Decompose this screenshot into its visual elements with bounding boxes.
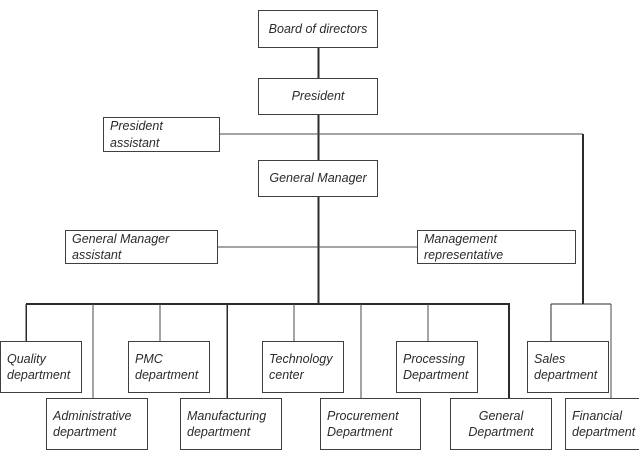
node-label: Board of directors (268, 21, 368, 36)
node-general-department[interactable]: General Department (450, 398, 552, 450)
node-technology-center[interactable]: Technology center (262, 341, 344, 393)
node-president[interactable]: President (258, 78, 378, 115)
node-label: General Department (468, 408, 534, 440)
node-administrative-department[interactable]: Administrative department (46, 398, 148, 450)
node-label: Administrative department (53, 408, 132, 440)
node-financial-department[interactable]: Financial department (565, 398, 639, 450)
node-label: PMC department (135, 351, 199, 383)
node-general-manager[interactable]: General Manager (258, 160, 378, 197)
node-label: Manufacturing department (187, 408, 267, 440)
node-quality-department[interactable]: Quality department (0, 341, 82, 393)
node-label: President (291, 89, 345, 104)
node-label: Technology center (269, 351, 333, 383)
node-president-assistant[interactable]: President assistant (103, 117, 220, 152)
node-label: Quality department (7, 351, 71, 383)
node-processing-department[interactable]: Processing Department (396, 341, 478, 393)
node-label: Procurement Department (327, 408, 399, 440)
node-label: Processing Department (403, 351, 469, 383)
node-label: General Manager assistant (72, 231, 170, 263)
node-management-representative[interactable]: Management representative (417, 230, 576, 264)
node-procurement-department[interactable]: Procurement Department (320, 398, 421, 450)
node-label: General Manager (269, 171, 367, 186)
node-pmc-department[interactable]: PMC department (128, 341, 210, 393)
node-label: President assistant (110, 119, 163, 150)
node-general-manager-assistant[interactable]: General Manager assistant (65, 230, 218, 264)
node-label: Management representative (424, 231, 504, 263)
node-label: Sales department (534, 351, 598, 383)
node-manufacturing-department[interactable]: Manufacturing department (180, 398, 282, 450)
node-board-of-directors[interactable]: Board of directors (258, 10, 378, 48)
node-label: Financial department (572, 408, 636, 440)
node-sales-department[interactable]: Sales department (527, 341, 609, 393)
